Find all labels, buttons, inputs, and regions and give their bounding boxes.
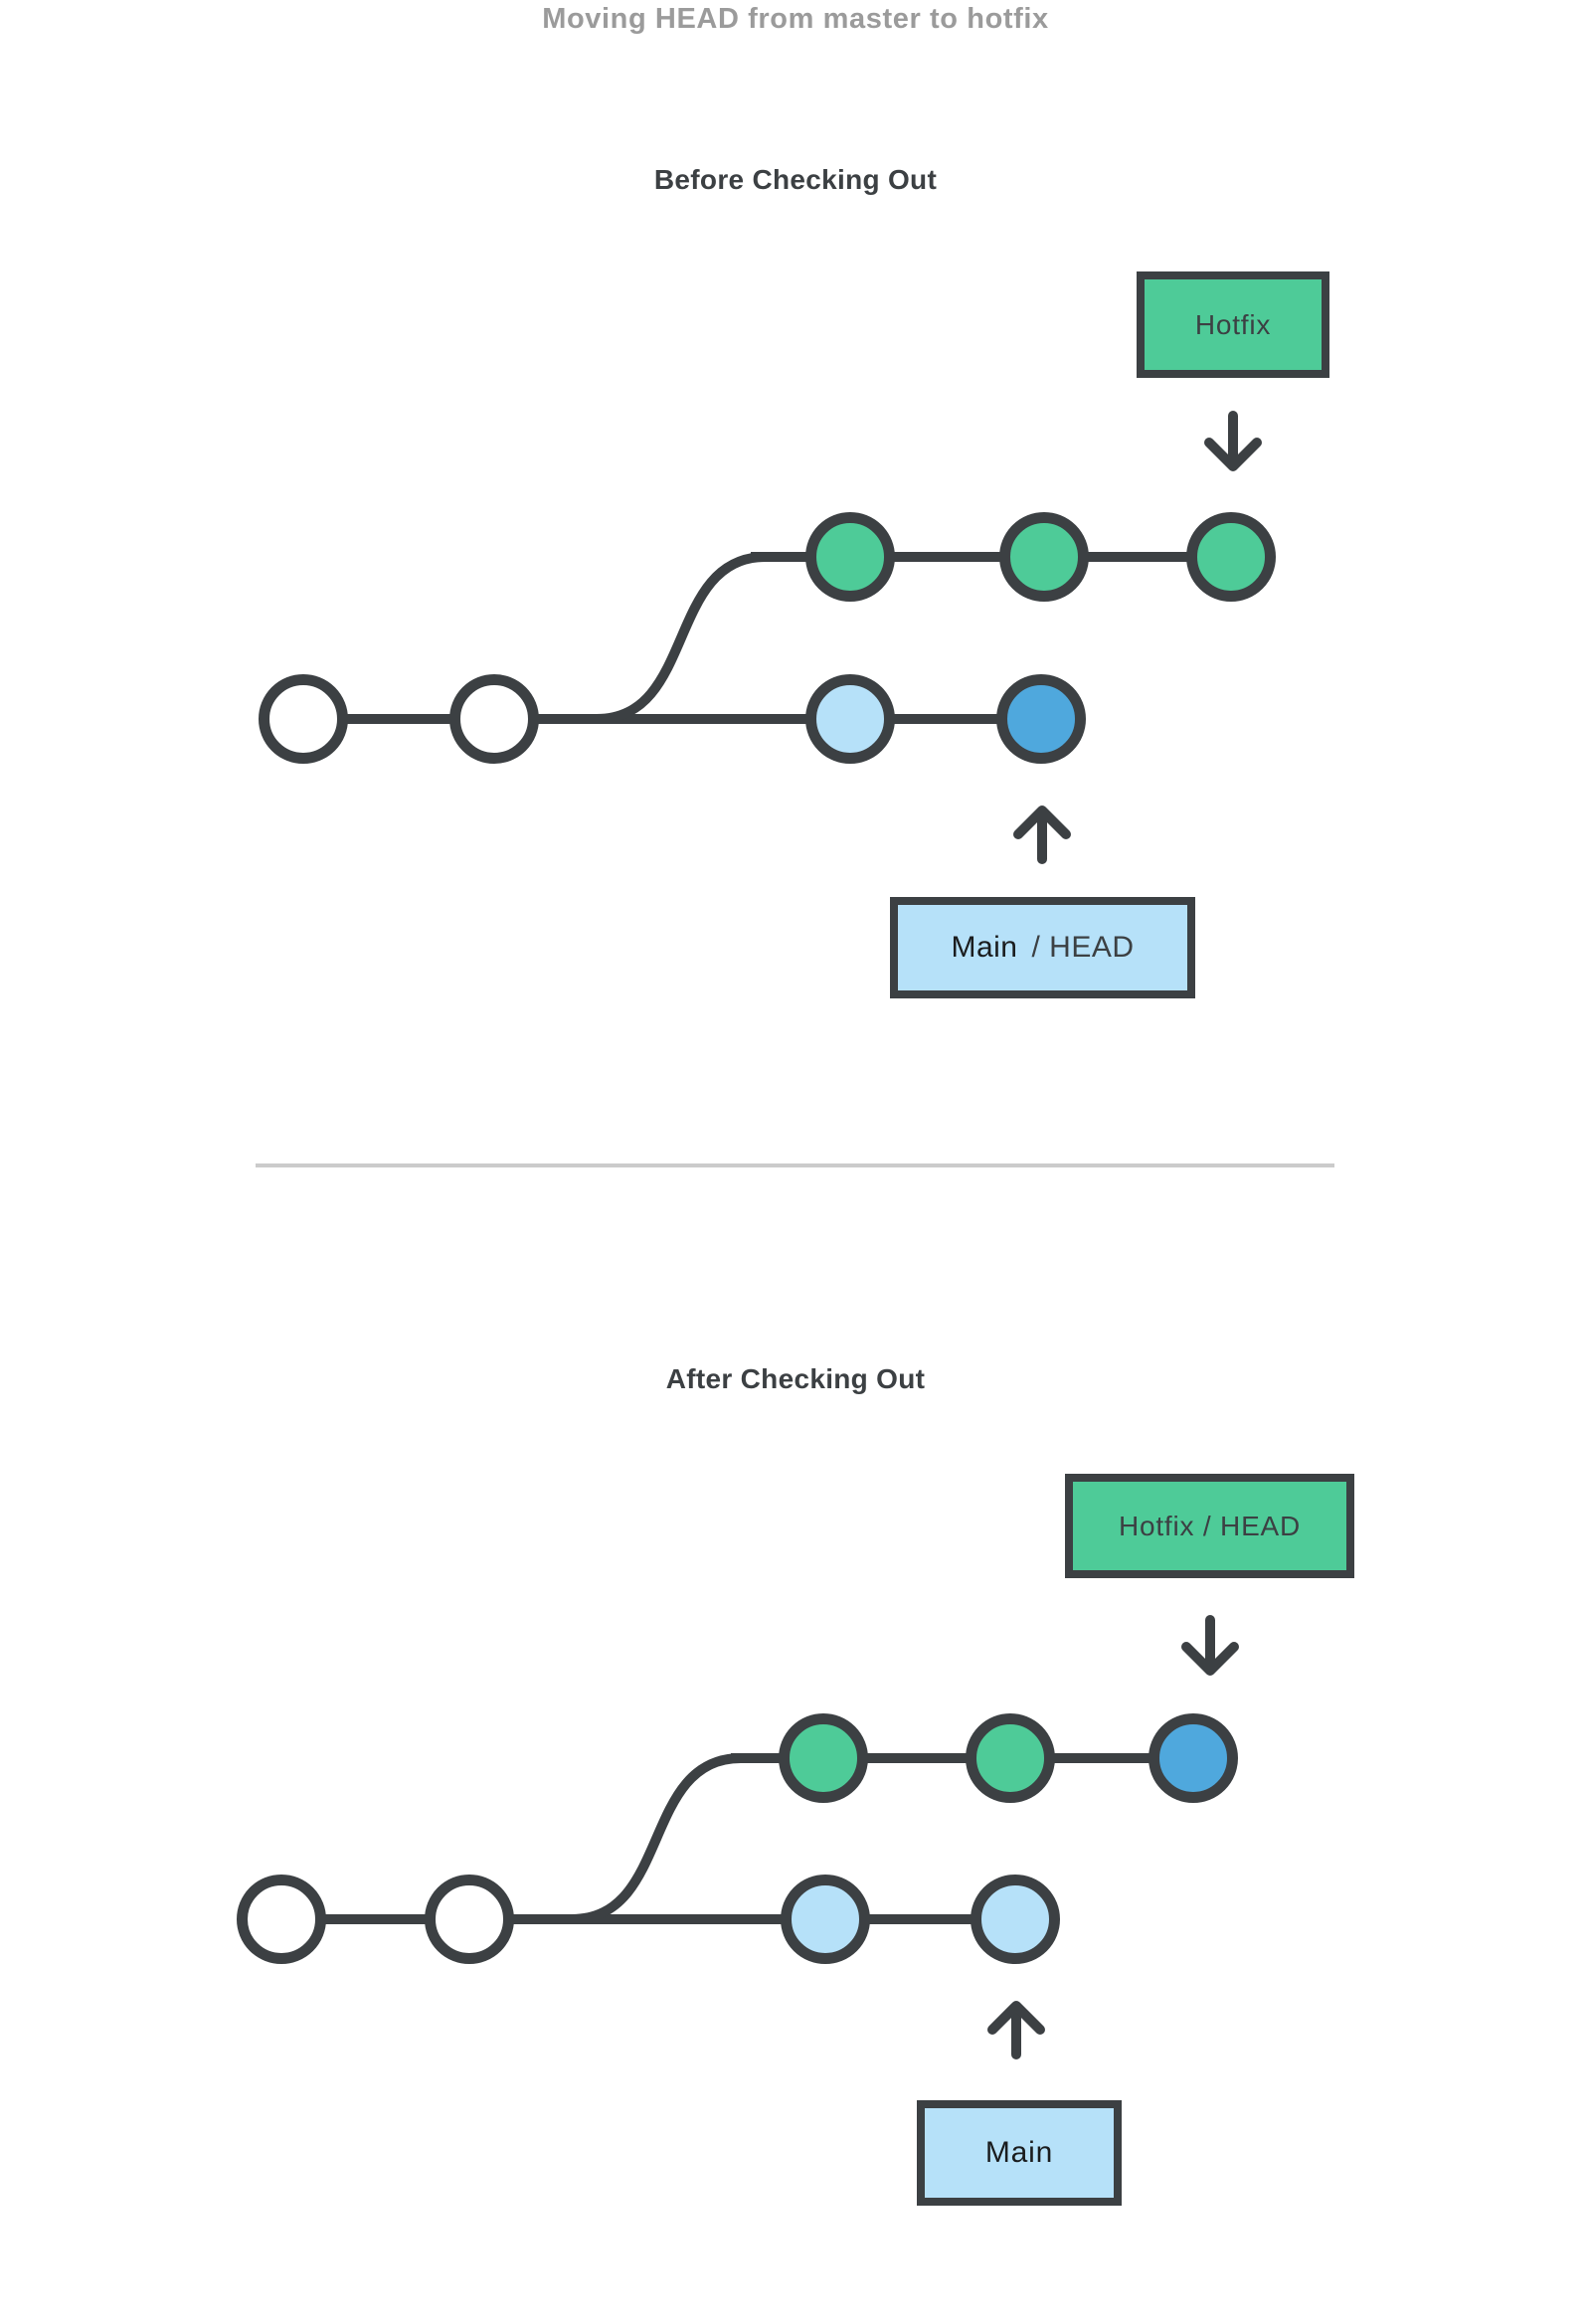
before-graph (259, 411, 1276, 864)
after-main-commit-1 (237, 1875, 326, 1964)
before-hotfix-label-text: Hotfix (1194, 308, 1272, 340)
arrow-head (987, 2001, 1045, 2035)
before-main-commit-2 (449, 674, 539, 764)
before-up-arrow-icon (1013, 805, 1071, 864)
before-down-arrow-icon (1204, 411, 1262, 471)
after-main-commit-2 (425, 1875, 514, 1964)
after-up-arrow-icon (987, 2001, 1045, 2059)
before-main-commit-3 (805, 674, 895, 764)
before-branch-curve (596, 552, 767, 724)
page-title: Moving HEAD from master to hotfix (542, 3, 1049, 35)
after-down-arrow-icon (1181, 1615, 1239, 1676)
after-main-commit-3 (781, 1875, 870, 1964)
before-hotfix-commit-3 (1186, 512, 1276, 602)
arrow-head (1181, 1642, 1239, 1676)
after-main-label-text: Main (984, 2136, 1054, 2169)
before-head-suffix-text: / HEAD (1031, 931, 1135, 964)
arrow-head (1013, 805, 1071, 839)
after-hotfix-head-label: Hotfix / HEAD (1065, 1474, 1354, 1578)
before-main-label-text: Main (951, 931, 1018, 964)
after-main-commit-4 (971, 1875, 1060, 1964)
after-hotfix-commit-3-head (1149, 1713, 1238, 1803)
before-hotfix-commit-2 (999, 512, 1089, 602)
after-main-branch-label: Main (917, 2100, 1122, 2206)
arrow-head (1204, 438, 1262, 471)
after-section-heading: After Checking Out (665, 1363, 926, 1394)
section-divider (256, 1163, 1334, 1167)
after-hotfix-label-text: Hotfix / HEAD (1118, 1510, 1302, 1541)
before-hotfix-branch-label: Hotfix (1137, 271, 1329, 378)
before-main-head-label: Main / HEAD (890, 897, 1195, 998)
before-main-commit-4-head (996, 674, 1086, 764)
after-graph (237, 1615, 1239, 2059)
before-hotfix-commit-1 (805, 512, 895, 602)
before-main-commit-1 (259, 674, 348, 764)
after-branch-curve (571, 1753, 742, 1924)
after-hotfix-commit-2 (966, 1713, 1055, 1803)
before-section-heading: Before Checking Out (653, 164, 938, 195)
after-hotfix-commit-1 (779, 1713, 868, 1803)
